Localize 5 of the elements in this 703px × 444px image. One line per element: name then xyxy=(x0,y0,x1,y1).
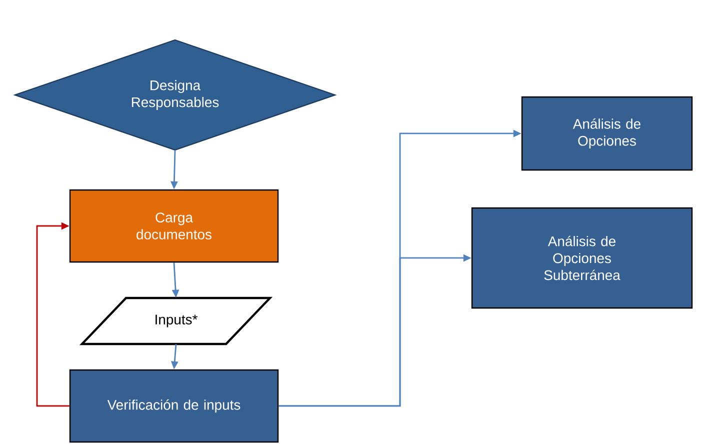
process-box: Verificación de inputs xyxy=(69,369,279,443)
process-box: Carga documentos xyxy=(69,189,279,263)
arrow xyxy=(36,222,70,407)
process-box: Análisis de Opciones xyxy=(521,96,693,171)
process-box: Análisis de Opciones Subterránea xyxy=(471,207,693,309)
